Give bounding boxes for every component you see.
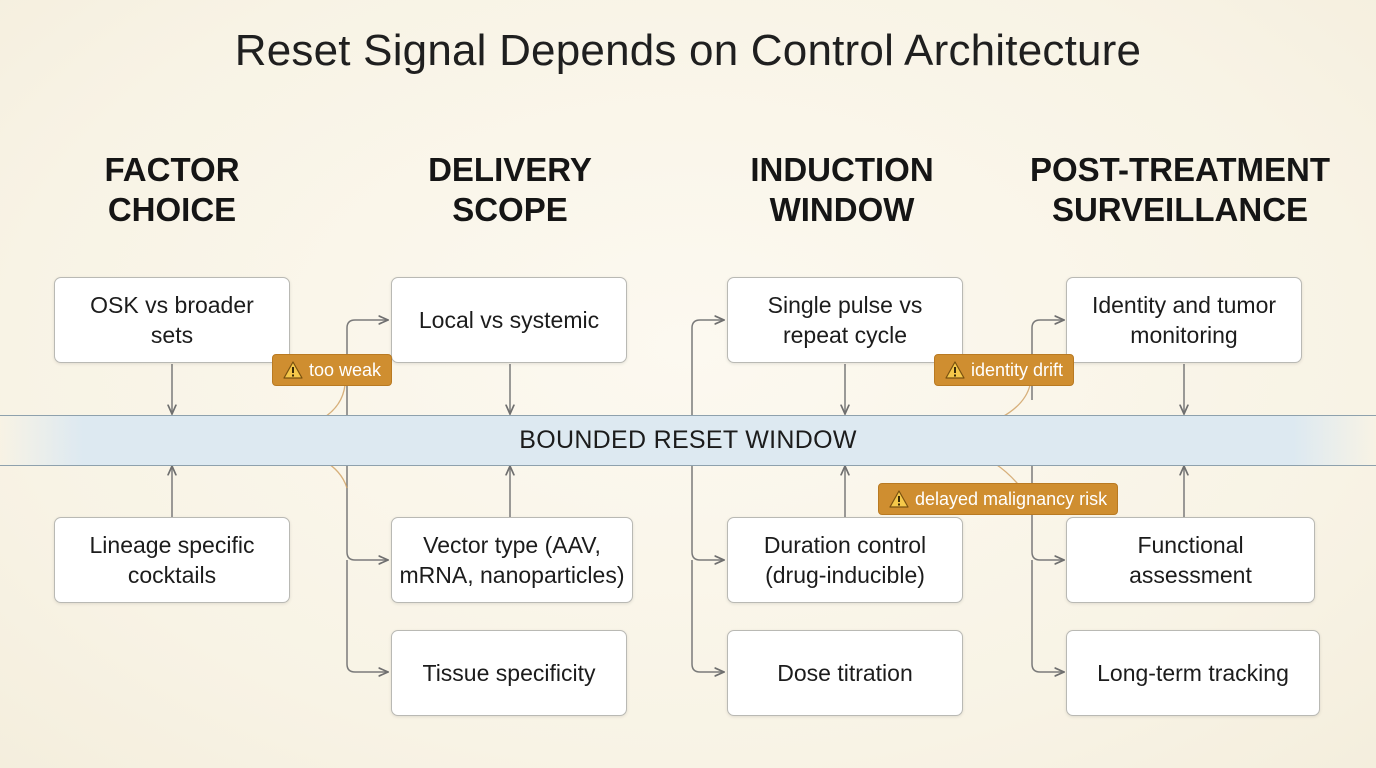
box-osk-vs-broader-sets: OSK vs broader sets [54,277,290,363]
warning-text: too weak [309,359,382,380]
warning-badge-identity-drift: identity drift [934,354,1075,386]
branch-delivery-tissue [346,560,388,672]
branch-surveillance-functional [1031,466,1064,560]
bounded-reset-window-band: BOUNDED RESET WINDOW [0,415,1376,466]
box-lineage-specific-cocktails: Lineage specific cocktails [54,517,290,603]
branch-delivery-local [346,320,388,430]
heading-line-2: CHOICE [107,191,237,228]
branch-surveillance-longterm [1031,560,1064,672]
branch-induction-duration [691,466,724,560]
heading-line-2: SCOPE [452,191,568,228]
box-functional-assessment: Functional assessment [1066,517,1315,603]
box-local-vs-systemic: Local vs systemic [391,277,627,363]
warning-triangle-icon [945,361,965,379]
warning-text: delayed malignancy risk [915,488,1108,509]
branch-delivery-vector [346,466,388,560]
branch-induction-single [691,320,724,430]
warning-triangle-icon [283,361,303,379]
warning-triangle-icon [889,490,909,508]
column-heading-post-treatment-surveillance: POST-TREATMENT SURVEILLANCE [1010,150,1350,230]
box-dose-titration: Dose titration [727,630,963,716]
box-vector-type: Vector type (AAV, mRNA, nanoparticles) [391,517,633,603]
column-heading-induction-window: INDUCTION WINDOW [710,150,974,230]
heading-line-2: SURVEILLANCE [1051,191,1309,228]
box-identity-and-tumor-monitoring: Identity and tumor monitoring [1066,277,1302,363]
warning-badge-delayed-malignancy-risk: delayed malignancy risk [878,483,1119,515]
diagram-title: Reset Signal Depends on Control Architec… [234,26,1142,75]
box-single-pulse-vs-repeat-cycle: Single pulse vs repeat cycle [727,277,963,363]
heading-line-1: INDUCTION [750,151,934,188]
branch-surveillance-identity [1031,320,1064,400]
heading-line-1: DELIVERY [428,151,592,188]
heading-line-1: FACTOR [104,151,240,188]
branch-induction-dose [691,560,724,672]
box-long-term-tracking: Long-term tracking [1066,630,1320,716]
warning-text: identity drift [971,359,1064,380]
column-heading-factor-choice: FACTOR CHOICE [40,150,304,230]
warning-badge-too-weak: too weak [272,354,393,386]
box-tissue-specificity: Tissue specificity [391,630,627,716]
box-duration-control: Duration control (drug-inducible) [727,517,963,603]
heading-line-1: POST-TREATMENT [1029,151,1331,188]
heading-line-2: WINDOW [769,191,915,228]
column-heading-delivery-scope: DELIVERY SCOPE [378,150,642,230]
